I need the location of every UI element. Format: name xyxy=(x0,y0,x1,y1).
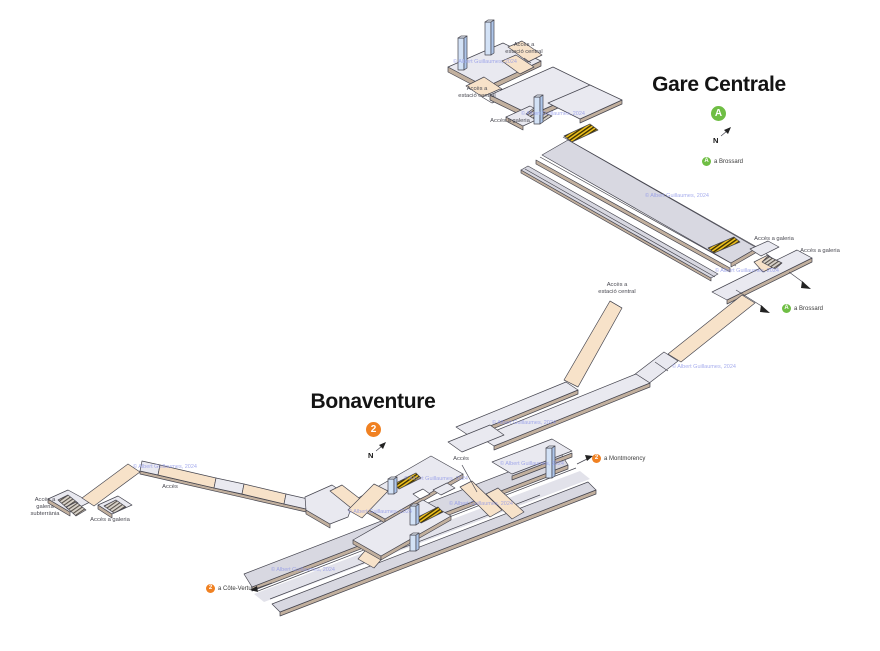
galeria-access-junction xyxy=(667,240,813,363)
station-title-gare-centrale: Gare Centrale xyxy=(652,73,786,96)
destination-text: a Brossard xyxy=(714,158,744,165)
watermark: © Albert Guillaumes, 2024 xyxy=(521,111,585,117)
watermark: © Albert Guillaumes, 2024 xyxy=(453,59,517,65)
watermark: © Albert Guillaumes, 2024 xyxy=(715,268,779,274)
line-a-badge-small: A xyxy=(702,157,711,166)
connecting-corridors xyxy=(455,300,679,451)
label-acces: Accès xyxy=(453,456,469,462)
destination-cote-vertu: 2 a Côte-Vertu xyxy=(206,584,252,593)
watermark: © Albert Guillaumes, 2024 xyxy=(271,567,335,573)
watermark: © Albert Guillaumes, 2024 xyxy=(348,509,412,515)
label-acces-galeria: Accès a galeria xyxy=(800,248,840,254)
label-acces-galeria: Accès a galeria xyxy=(90,517,130,523)
destination-brossard: A a Brossard xyxy=(702,157,743,166)
line-a-badge: A xyxy=(711,106,726,121)
destination-brossard-2: A a Brossard xyxy=(782,304,823,313)
watermark: © Albert Guillaumes, 2024 xyxy=(492,420,556,426)
compass-north-label-gc: N xyxy=(713,136,719,145)
destination-text: a Côte-Vertu xyxy=(218,585,252,592)
watermark: © Albert Guillaumes, 2024 xyxy=(645,193,709,199)
destination-text: a Brossard xyxy=(794,305,824,312)
compass-bonaventure xyxy=(375,442,386,452)
elevator-pillar xyxy=(387,445,556,552)
destination-montmorency: 2 a Montmorency xyxy=(592,454,645,463)
elevator-pillar xyxy=(457,19,544,125)
left-galeria-corridor xyxy=(47,460,335,523)
label-acces-galeria-subterrania: Accès a galeria subterrània xyxy=(30,497,60,517)
line-a-badge-small: A xyxy=(782,304,791,313)
line-2-badge: 2 xyxy=(366,422,381,437)
watermark: © Albert Guillaumes, 2024 xyxy=(133,464,197,470)
leaders-and-arrows xyxy=(250,57,731,592)
label-acces-galeria: Accès a galeria xyxy=(754,236,794,242)
green-line-arrows xyxy=(735,271,811,313)
watermark: © Albert Guillaumes, 2024 xyxy=(449,501,513,507)
compass-north-label-bv: N xyxy=(368,451,374,460)
label-acces-estacio-central: Accès a estació central xyxy=(505,42,543,55)
bonaventure-mezzanine xyxy=(304,424,573,561)
destination-text: a Montmorency xyxy=(604,455,646,462)
label-acces: Accès xyxy=(162,484,178,490)
watermark: © Albert Guillaumes, 2024 xyxy=(404,476,468,482)
compass-gare-centrale xyxy=(720,127,731,137)
label-acces-estacio-central: Accès a estació central xyxy=(458,86,496,99)
label-acces-estacio-central: Accès a estació central xyxy=(598,282,636,295)
watermark: © Albert Guillaumes, 2024 xyxy=(672,364,736,370)
watermark: © Albert Guillaumes, 2024 xyxy=(500,461,564,467)
rem-platform xyxy=(520,136,773,282)
line-2-badge-small: 2 xyxy=(592,454,601,463)
gare-centrale-concourse xyxy=(447,19,623,143)
label-acces-galeria: Accès a galeria xyxy=(490,118,530,124)
station-title-bonaventure: Bonaventure xyxy=(310,390,436,413)
line-2-badge-small: 2 xyxy=(206,584,215,593)
